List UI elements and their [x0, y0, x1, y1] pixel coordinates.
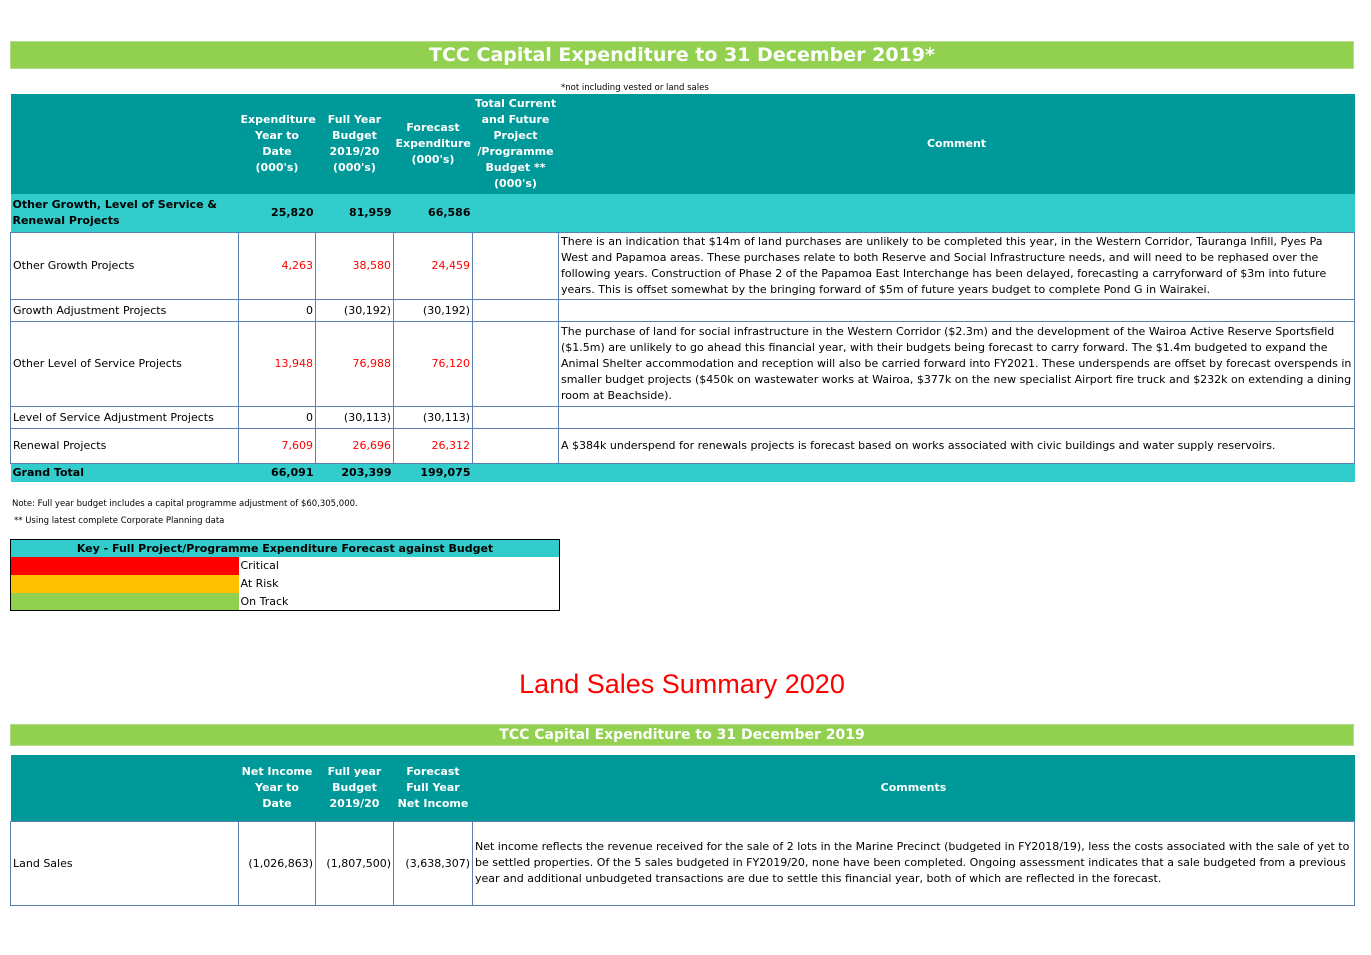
- land-row-comment: Net income reflects the revenue received…: [472, 820, 1355, 906]
- header-forecast: Forecast Expenditure (000's): [393, 94, 473, 194]
- row-forecast: (30,113): [393, 405, 473, 429]
- row-comment: [558, 298, 1355, 322]
- header-ytd: Expenditure Year to Date (000's): [238, 94, 316, 194]
- row-comment: [558, 405, 1355, 429]
- header-total: Total Current and Future Project /Progra…: [472, 94, 559, 194]
- row-forecast: 26,312: [393, 427, 473, 464]
- subtotal-row: Other Growth, Level of Service & Renewal…: [10, 194, 1355, 232]
- row-label: Other Level of Service Projects: [10, 320, 239, 407]
- row-ytd: 0: [238, 298, 316, 322]
- key-legend: Key - Full Project/Programme Expenditure…: [10, 539, 561, 611]
- subtotal-ytd: 25,820: [238, 194, 316, 232]
- capex-banner: TCC Capital Expenditure to 31 December 2…: [10, 41, 1354, 69]
- subtotal-comment: [558, 194, 1355, 232]
- land-banner: TCC Capital Expenditure to 31 December 2…: [10, 724, 1354, 746]
- land-header-blank: [10, 755, 239, 821]
- row-label: Other Growth Projects: [10, 231, 239, 300]
- row-total: [472, 231, 559, 300]
- table-row: Level of Service Adjustment Projects 0 (…: [10, 405, 1355, 429]
- row-budget: (30,192): [315, 298, 394, 322]
- land-header-budget: Full year Budget 2019/20: [315, 755, 394, 821]
- row-total: [472, 298, 559, 322]
- header-blank: [10, 94, 239, 194]
- key-label-critical: Critical: [240, 559, 279, 572]
- grand-total-ytd: 66,091: [238, 463, 316, 482]
- land-header-comment: Comments: [472, 755, 1355, 821]
- row-total: [472, 320, 559, 407]
- grand-total-comment: [558, 463, 1355, 482]
- subtotal-budget: 81,959: [315, 194, 394, 232]
- row-label: Growth Adjustment Projects: [10, 298, 239, 322]
- row-comment: The purchase of land for social infrastr…: [558, 320, 1355, 407]
- key-label-at-risk: At Risk: [240, 577, 279, 590]
- row-budget: (30,113): [315, 405, 394, 429]
- land-row-budget: (1,807,500): [315, 820, 394, 906]
- grand-total-label: Grand Total: [10, 463, 239, 482]
- land-row-ytd: (1,026,863): [238, 820, 316, 906]
- grand-total-total: [472, 463, 559, 482]
- grand-total-row: Grand Total 66,091 203,399 199,075: [10, 463, 1355, 482]
- row-ytd: 0: [238, 405, 316, 429]
- grand-total-forecast: 199,075: [393, 463, 473, 482]
- row-label: Level of Service Adjustment Projects: [10, 405, 239, 429]
- table-row: Other Level of Service Projects 13,948 7…: [10, 320, 1355, 407]
- land-header-row: Net Income Year to Date Full year Budget…: [10, 755, 1355, 821]
- table-row: Renewal Projects 7,609 26,696 26,312 A $…: [10, 427, 1355, 464]
- subtotal-total: [472, 194, 559, 232]
- land-row-label: Land Sales: [10, 820, 239, 906]
- land-sales-title: Land Sales Summary 2020: [519, 669, 845, 699]
- row-forecast: (30,192): [393, 298, 473, 322]
- row-ytd: 7,609: [238, 427, 316, 464]
- capex-table: Expenditure Year to Date (000's) Full Ye…: [10, 94, 1355, 482]
- row-budget: 76,988: [315, 320, 394, 407]
- subtotal-forecast: 66,586: [393, 194, 473, 232]
- capex-header-row: Expenditure Year to Date (000's) Full Ye…: [10, 94, 1355, 194]
- row-ytd: 13,948: [238, 320, 316, 407]
- subtotal-label: Other Growth, Level of Service & Renewal…: [10, 194, 239, 232]
- land-sales-table: Net Income Year to Date Full year Budget…: [10, 755, 1355, 906]
- land-row-forecast: (3,638,307): [393, 820, 473, 906]
- row-budget: 38,580: [315, 231, 394, 300]
- key-swatch-on-track: [10, 592, 239, 611]
- table-row: Growth Adjustment Projects 0 (30,192) (3…: [10, 298, 1355, 322]
- row-forecast: 76,120: [393, 320, 473, 407]
- table-row: Other Growth Projects 4,263 38,580 24,45…: [10, 231, 1355, 300]
- key-title: Key - Full Project/Programme Expenditure…: [10, 539, 560, 557]
- planning-note: ** Using latest complete Corporate Plann…: [14, 516, 225, 526]
- row-total: [472, 405, 559, 429]
- row-comment: There is an indication that $14m of land…: [558, 231, 1355, 300]
- land-header-ytd: Net Income Year to Date: [238, 755, 316, 821]
- row-total: [472, 427, 559, 464]
- row-label: Renewal Projects: [10, 427, 239, 464]
- row-comment: A $384k underspend for renewals projects…: [558, 427, 1355, 464]
- capex-footnote: *not including vested or land sales: [561, 83, 709, 93]
- row-ytd: 4,263: [238, 231, 316, 300]
- grand-total-budget: 203,399: [315, 463, 394, 482]
- table-row: Land Sales (1,026,863) (1,807,500) (3,63…: [10, 820, 1355, 906]
- key-swatch-at-risk: [10, 574, 239, 593]
- row-budget: 26,696: [315, 427, 394, 464]
- land-header-forecast: Forecast Full Year Net Income: [393, 755, 473, 821]
- key-label-on-track: On Track: [240, 594, 289, 608]
- key-swatch-critical: [10, 556, 239, 575]
- header-budget: Full Year Budget 2019/20 (000's): [315, 94, 394, 194]
- header-comment: Comment: [558, 94, 1355, 194]
- row-forecast: 24,459: [393, 231, 473, 300]
- budget-note: Note: Full year budget includes a capita…: [12, 499, 358, 509]
